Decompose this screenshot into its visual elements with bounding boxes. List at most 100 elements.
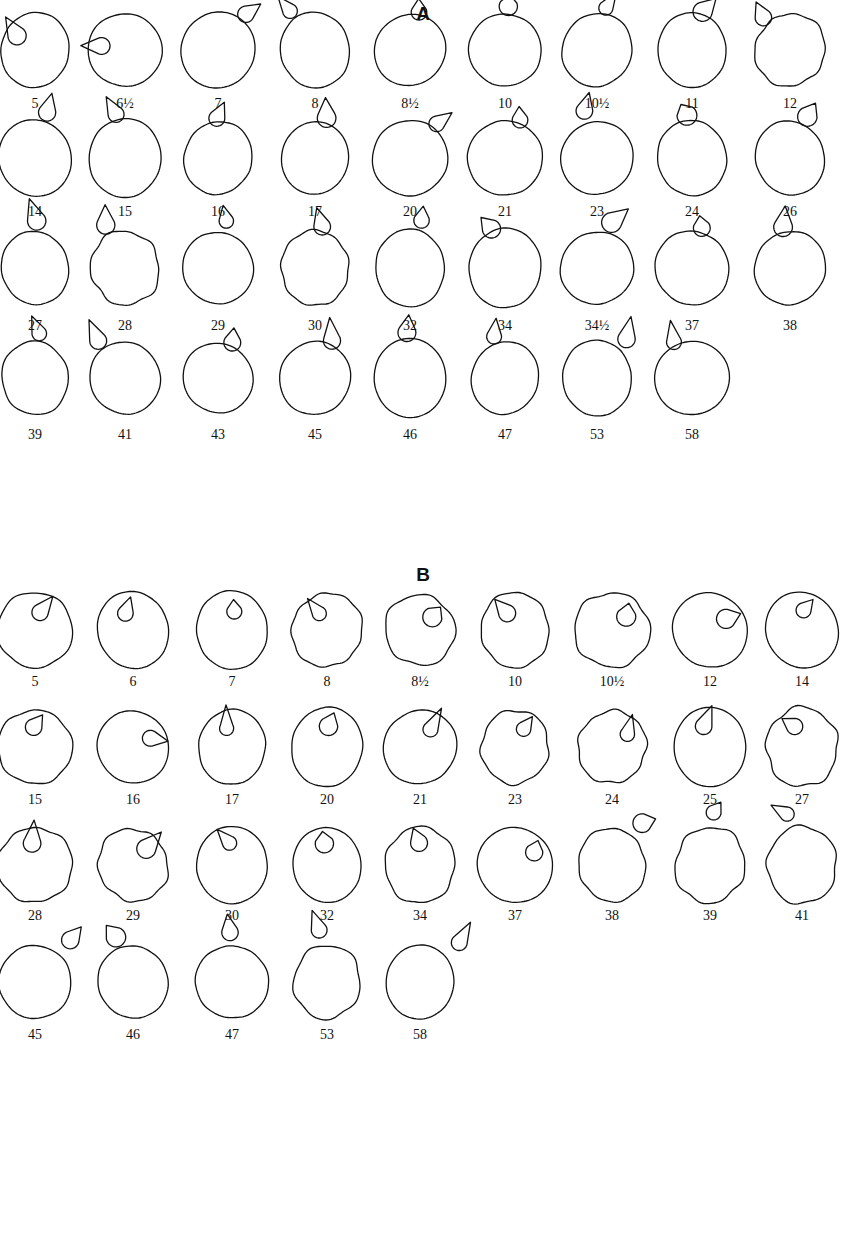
cell-outline [620,715,634,742]
cell-outline [282,122,349,195]
cell-outline [292,707,363,787]
stage-number: 39 [703,908,717,924]
cell-outline [181,12,255,88]
cell-outline [23,820,41,852]
cell-outline [376,229,445,307]
stage-number: 10½ [585,96,610,112]
cell-outline [197,591,268,670]
cell-outline [0,593,73,668]
stage-number: 17 [308,204,322,220]
cell-outline [385,826,455,902]
cell-outline [766,592,839,668]
stage-number: 12 [703,674,717,690]
cell-outline [39,93,56,121]
cell-outline [28,199,46,230]
cell-outline [481,592,549,668]
cell-outline [429,113,452,132]
cell-outline [562,14,632,87]
cell-outline [563,340,632,416]
stage-number: 10 [508,674,522,690]
cell-outline [798,103,817,126]
cell-outline [561,122,634,195]
stage-number: 45 [308,427,322,443]
cell-outline [88,14,162,86]
cell-outline [1,232,68,305]
cell-outline [374,339,446,418]
cell-outline [467,121,542,195]
cell-outline [89,119,161,198]
stage-number: 8½ [411,674,429,690]
cell-outline [97,829,168,903]
cell-outline [658,121,727,196]
cell-outline [62,927,82,949]
cell-outline [25,715,42,736]
cell-outline [633,814,656,833]
cell-outline [81,38,110,55]
stage-number: 20 [320,792,334,808]
stage-number: 39 [28,427,42,443]
stage-number: 46 [403,427,417,443]
cell-outline [765,706,838,787]
stage-number: 43 [211,427,225,443]
cell-outline [224,328,241,351]
stage-number: 47 [498,427,512,443]
cell-outline [0,710,73,784]
stage-number: 26 [783,204,797,220]
stage-number: 16 [211,204,225,220]
stage-number: 45 [28,1027,42,1043]
cell-outline [98,946,168,1018]
cell-outline [0,827,73,901]
cell-outline [469,228,541,308]
cell-outline [293,828,361,903]
cell-outline [323,318,340,350]
cell-outline [675,828,745,904]
stage-number: 23 [590,204,604,220]
stage-number: 8 [324,674,331,690]
cell-outline [184,122,252,195]
stage-number: 14 [795,674,809,690]
cell-outline [578,709,648,782]
stage-number: 58 [685,427,699,443]
panel-letter: B [416,564,430,586]
stage-number: 16 [126,792,140,808]
cell-outline [667,320,682,349]
cell-outline [118,597,134,621]
cell-outline [575,593,651,668]
cell-outline [579,828,646,902]
stage-number: 24 [685,204,699,220]
cell-outline [183,343,253,413]
cell-outline [512,107,528,128]
cell-outline [423,708,442,737]
cell-outline [142,730,168,746]
cell-outline [280,341,351,414]
stage-number: 30 [225,908,239,924]
stage-number: 15 [118,204,132,220]
stage-number: 21 [498,204,512,220]
cell-outline [602,209,629,233]
cell-outline [2,341,69,415]
cell-outline [480,711,549,786]
stage-number: 38 [783,318,797,334]
cell-outline [672,593,747,667]
cell-outline [315,832,333,853]
cell-outline [278,0,297,18]
cell-outline [386,594,456,665]
cell-outline [386,945,454,1019]
cell-outline [499,0,517,16]
cell-outline [695,706,712,735]
cell-outline [655,231,729,305]
stage-number: 34 [498,318,512,334]
cell-outline [411,828,428,851]
cell-outline [617,603,636,626]
stage-number: 29 [211,318,225,334]
cell-outline [183,233,254,304]
cell-outline [319,713,337,736]
stage-number: 30 [308,318,322,334]
cell-outline [451,922,470,950]
cell-outline [90,231,158,305]
cell-outline [291,593,362,667]
cell-outline [195,946,268,1018]
stage-number: 58 [413,1027,427,1043]
stage-number: 14 [28,204,42,220]
stage-number: 32 [320,908,334,924]
